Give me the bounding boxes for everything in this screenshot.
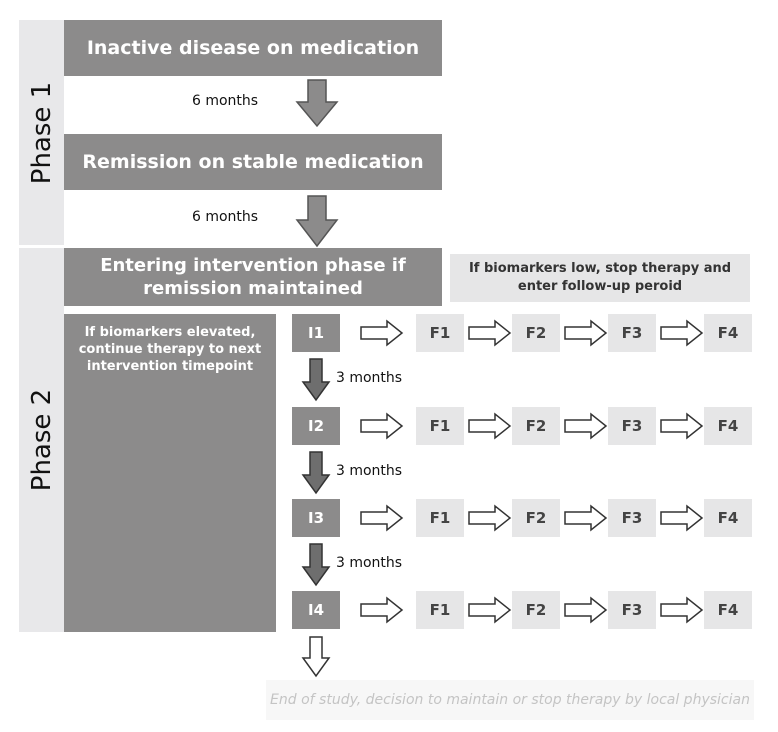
stage-inactive-text: Inactive disease on medication [86, 37, 420, 59]
note-end-of-study: End of study, decision to maintain or st… [266, 680, 754, 720]
right-arrow-outline-icon [468, 319, 512, 347]
followup-box: F3 [608, 499, 656, 537]
right-arrow-outline-icon [360, 319, 404, 347]
followup-box: F1 [416, 499, 464, 537]
intervention-box: I3 [292, 499, 340, 537]
stage-remission-text: Remission on stable medication [82, 151, 424, 173]
right-arrow-outline-icon [360, 596, 404, 624]
duration-3-months: 3 months [336, 555, 403, 571]
down-arrow-icon [301, 451, 331, 495]
down-arrow-outline-icon [301, 636, 331, 678]
down-arrow-icon [295, 195, 339, 248]
note-biomarkers-elevated-text: If biomarkers elevated, continue therapy… [78, 325, 262, 374]
followup-box: F2 [512, 407, 560, 445]
followup-box: F2 [512, 314, 560, 352]
right-arrow-outline-icon [468, 412, 512, 440]
right-arrow-outline-icon [360, 412, 404, 440]
down-arrow-icon [295, 79, 339, 128]
right-arrow-outline-icon [660, 319, 704, 347]
phase-2-band: Phase 2 [19, 248, 64, 632]
right-arrow-outline-icon [468, 596, 512, 624]
right-arrow-outline-icon [468, 504, 512, 532]
followup-box: F3 [608, 591, 656, 629]
note-end-of-study-text: End of study, decision to maintain or st… [270, 692, 750, 708]
right-arrow-outline-icon [564, 412, 608, 440]
followup-box: F2 [512, 591, 560, 629]
right-arrow-outline-icon [564, 596, 608, 624]
duration-3-months: 3 months [336, 463, 403, 479]
followup-box: F3 [608, 407, 656, 445]
duration-6-months-2: 6 months [192, 209, 259, 225]
right-arrow-outline-icon [660, 504, 704, 532]
followup-box: F2 [512, 499, 560, 537]
followup-box: F4 [704, 407, 752, 445]
note-biomarkers-low: If biomarkers low, stop therapy and ente… [450, 254, 750, 302]
followup-box: F4 [704, 591, 752, 629]
duration-3-months: 3 months [336, 370, 403, 386]
followup-box: F1 [416, 407, 464, 445]
down-arrow-icon [301, 358, 331, 402]
down-arrow-icon [301, 543, 331, 587]
right-arrow-outline-icon [564, 504, 608, 532]
stage-entering-intervention: Entering intervention phase if remission… [64, 248, 442, 306]
right-arrow-outline-icon [564, 319, 608, 347]
followup-box: F4 [704, 314, 752, 352]
phase-1-label: Phase 1 [26, 81, 57, 184]
intervention-box: I2 [292, 407, 340, 445]
stage-inactive-disease: Inactive disease on medication [64, 20, 442, 76]
note-biomarkers-elevated: If biomarkers elevated, continue therapy… [64, 314, 276, 632]
intervention-box: I1 [292, 314, 340, 352]
right-arrow-outline-icon [660, 412, 704, 440]
intervention-box: I4 [292, 591, 340, 629]
duration-6-months-1: 6 months [192, 93, 259, 109]
followup-box: F1 [416, 314, 464, 352]
phase-2-label: Phase 2 [26, 388, 57, 492]
followup-box: F4 [704, 499, 752, 537]
phase-1-band: Phase 1 [19, 20, 64, 245]
right-arrow-outline-icon [660, 596, 704, 624]
stage-entering-text: Entering intervention phase if remission… [100, 255, 406, 299]
followup-box: F1 [416, 591, 464, 629]
note-biomarkers-low-text: If biomarkers low, stop therapy and ente… [468, 261, 732, 294]
followup-box: F3 [608, 314, 656, 352]
stage-remission: Remission on stable medication [64, 134, 442, 190]
right-arrow-outline-icon [360, 504, 404, 532]
